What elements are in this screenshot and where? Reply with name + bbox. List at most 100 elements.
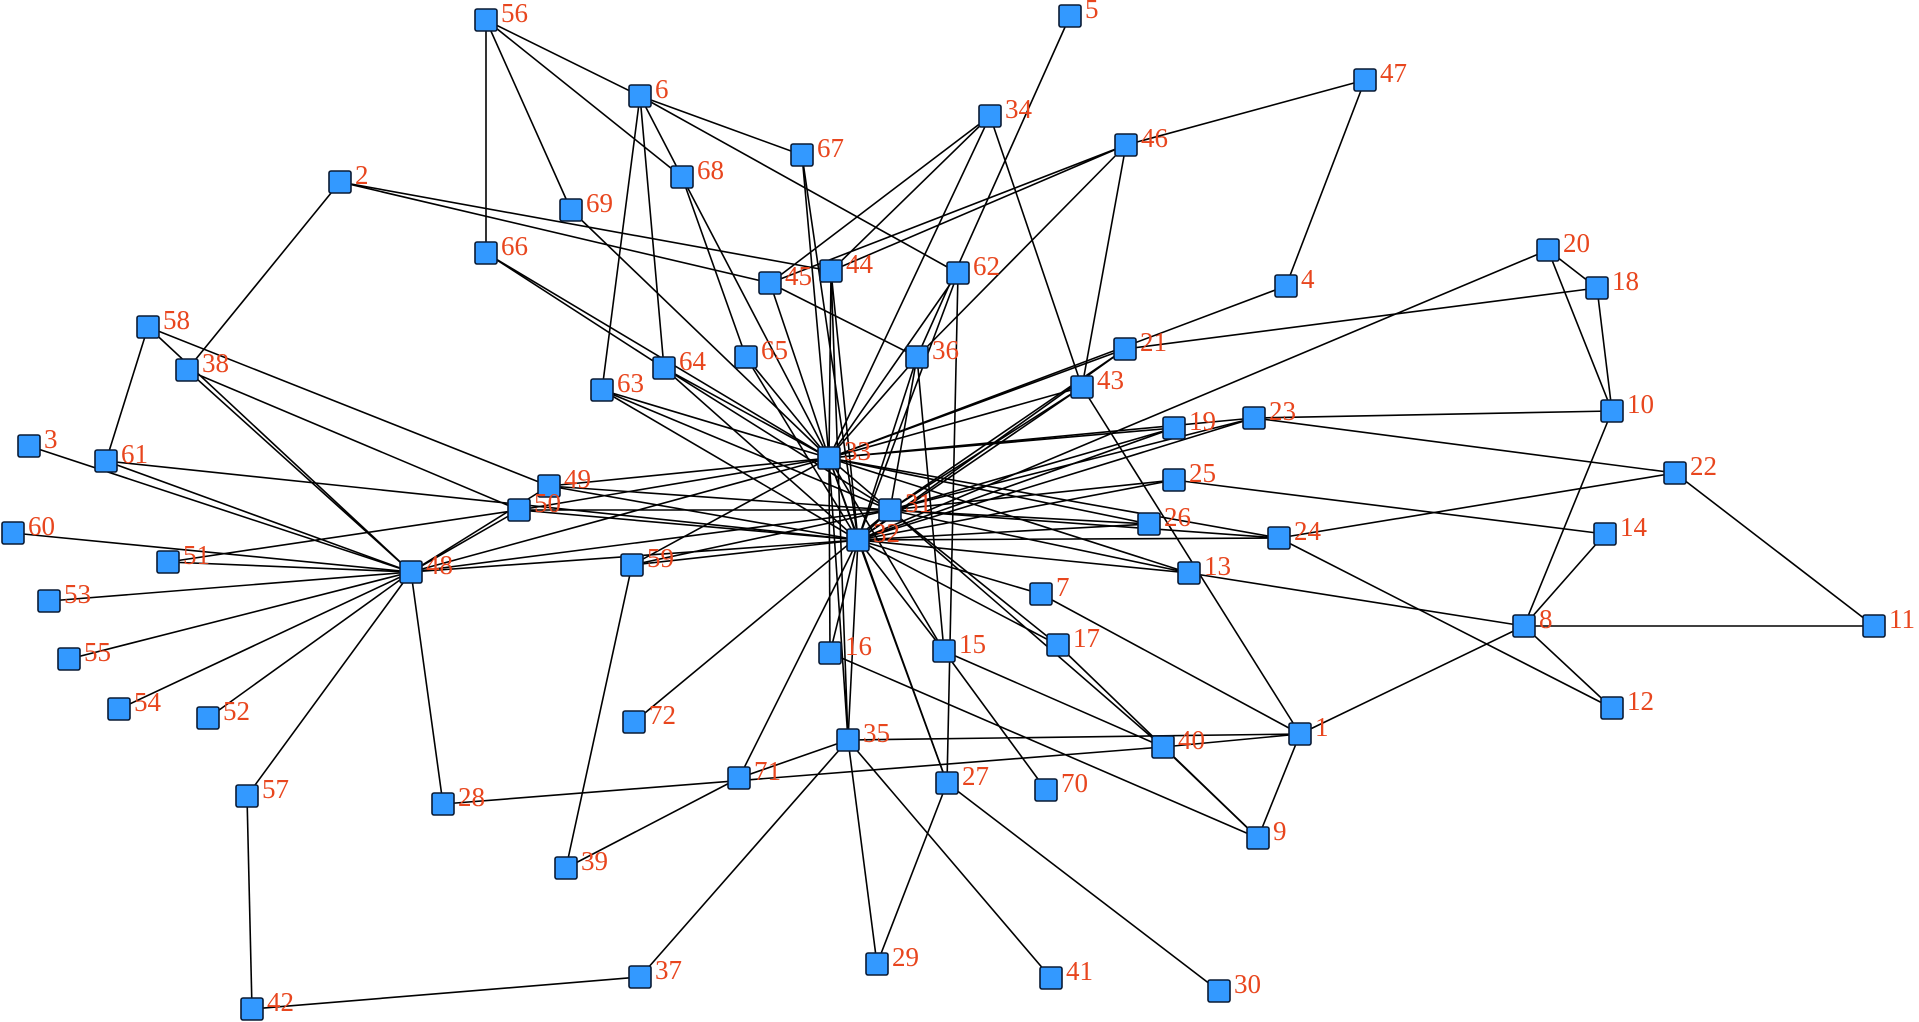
node-47[interactable]: 47 xyxy=(1353,58,1407,92)
node-box-49[interactable] xyxy=(537,474,561,498)
node-box-71[interactable] xyxy=(727,766,751,790)
node-7[interactable]: 7 xyxy=(1029,572,1070,606)
node-32[interactable]: 32 xyxy=(846,518,900,552)
node-box-53[interactable] xyxy=(37,589,61,613)
node-10[interactable]: 10 xyxy=(1600,389,1654,423)
node-53[interactable]: 53 xyxy=(37,579,91,613)
node-box-8[interactable] xyxy=(1512,614,1536,638)
node-box-48[interactable] xyxy=(399,560,423,584)
node-box-43[interactable] xyxy=(1070,375,1094,399)
node-box-35[interactable] xyxy=(836,728,860,752)
node-box-20[interactable] xyxy=(1536,238,1560,262)
node-55[interactable]: 55 xyxy=(57,637,111,671)
node-15[interactable]: 15 xyxy=(932,629,986,663)
node-box-15[interactable] xyxy=(932,639,956,663)
node-40[interactable]: 40 xyxy=(1151,725,1205,759)
node-22[interactable]: 22 xyxy=(1663,451,1717,485)
node-13[interactable]: 13 xyxy=(1177,551,1231,585)
node-box-19[interactable] xyxy=(1162,416,1186,440)
node-box-39[interactable] xyxy=(554,856,578,880)
node-box-54[interactable] xyxy=(107,697,131,721)
node-29[interactable]: 29 xyxy=(865,942,919,976)
node-box-18[interactable] xyxy=(1585,276,1609,300)
node-box-69[interactable] xyxy=(559,198,583,222)
node-23[interactable]: 23 xyxy=(1242,396,1296,430)
node-3[interactable]: 3 xyxy=(17,424,58,458)
node-box-51[interactable] xyxy=(156,550,180,574)
node-12[interactable]: 12 xyxy=(1600,686,1654,720)
node-box-25[interactable] xyxy=(1162,468,1186,492)
node-box-45[interactable] xyxy=(758,271,782,295)
node-41[interactable]: 41 xyxy=(1039,956,1093,990)
node-box-64[interactable] xyxy=(652,356,676,380)
node-6[interactable]: 6 xyxy=(628,74,669,108)
node-box-62[interactable] xyxy=(946,261,970,285)
node-box-58[interactable] xyxy=(136,315,160,339)
node-51[interactable]: 51 xyxy=(156,540,210,574)
node-2[interactable]: 2 xyxy=(328,160,369,194)
node-70[interactable]: 70 xyxy=(1034,768,1088,802)
node-box-31[interactable] xyxy=(878,498,902,522)
node-63[interactable]: 63 xyxy=(590,368,644,402)
node-box-12[interactable] xyxy=(1600,696,1624,720)
node-4[interactable]: 4 xyxy=(1274,264,1315,298)
node-box-72[interactable] xyxy=(622,710,646,734)
node-14[interactable]: 14 xyxy=(1593,512,1648,546)
node-box-65[interactable] xyxy=(734,345,758,369)
node-box-50[interactable] xyxy=(507,498,531,522)
node-16[interactable]: 16 xyxy=(818,631,872,665)
node-box-9[interactable] xyxy=(1246,826,1270,850)
node-37[interactable]: 37 xyxy=(628,955,682,989)
node-1[interactable]: 1 xyxy=(1288,712,1329,746)
node-box-30[interactable] xyxy=(1207,979,1231,1003)
node-box-38[interactable] xyxy=(175,358,199,382)
node-box-3[interactable] xyxy=(17,434,41,458)
node-27[interactable]: 27 xyxy=(935,761,989,795)
node-49[interactable]: 49 xyxy=(537,464,591,498)
node-45[interactable]: 45 xyxy=(758,261,812,295)
node-56[interactable]: 56 xyxy=(474,0,528,32)
node-box-34[interactable] xyxy=(978,104,1002,128)
node-box-17[interactable] xyxy=(1046,633,1070,657)
node-65[interactable]: 65 xyxy=(734,335,788,369)
node-72[interactable]: 72 xyxy=(622,700,676,734)
node-11[interactable]: 11 xyxy=(1862,604,1915,638)
node-box-41[interactable] xyxy=(1039,966,1063,990)
node-31[interactable]: 31 xyxy=(878,488,932,522)
node-62[interactable]: 62 xyxy=(946,251,1000,285)
node-71[interactable]: 71 xyxy=(727,756,781,790)
node-box-60[interactable] xyxy=(1,521,25,545)
node-34[interactable]: 34 xyxy=(978,94,1033,128)
node-box-13[interactable] xyxy=(1177,561,1201,585)
node-box-33[interactable] xyxy=(817,446,841,470)
node-box-56[interactable] xyxy=(474,8,498,32)
node-17[interactable]: 17 xyxy=(1046,623,1100,657)
node-5[interactable]: 5 xyxy=(1058,0,1099,28)
node-64[interactable]: 64 xyxy=(652,346,707,380)
node-box-46[interactable] xyxy=(1114,133,1138,157)
node-44[interactable]: 44 xyxy=(819,249,874,283)
node-box-52[interactable] xyxy=(196,706,220,730)
node-box-29[interactable] xyxy=(865,952,889,976)
node-box-27[interactable] xyxy=(935,771,959,795)
node-box-36[interactable] xyxy=(905,345,929,369)
node-46[interactable]: 46 xyxy=(1114,123,1168,157)
node-box-2[interactable] xyxy=(328,170,352,194)
node-28[interactable]: 28 xyxy=(431,782,485,816)
node-68[interactable]: 68 xyxy=(670,155,724,189)
node-54[interactable]: 54 xyxy=(107,687,162,721)
node-box-42[interactable] xyxy=(240,997,264,1021)
node-box-10[interactable] xyxy=(1600,399,1624,423)
node-35[interactable]: 35 xyxy=(836,718,890,752)
node-38[interactable]: 38 xyxy=(175,348,229,382)
node-box-14[interactable] xyxy=(1593,522,1617,546)
node-9[interactable]: 9 xyxy=(1246,816,1287,850)
node-box-70[interactable] xyxy=(1034,778,1058,802)
node-box-26[interactable] xyxy=(1137,512,1161,536)
node-67[interactable]: 67 xyxy=(790,133,844,167)
node-66[interactable]: 66 xyxy=(474,231,528,265)
node-24[interactable]: 24 xyxy=(1267,516,1322,550)
node-box-55[interactable] xyxy=(57,647,81,671)
node-57[interactable]: 57 xyxy=(235,774,289,808)
node-box-44[interactable] xyxy=(819,259,843,283)
